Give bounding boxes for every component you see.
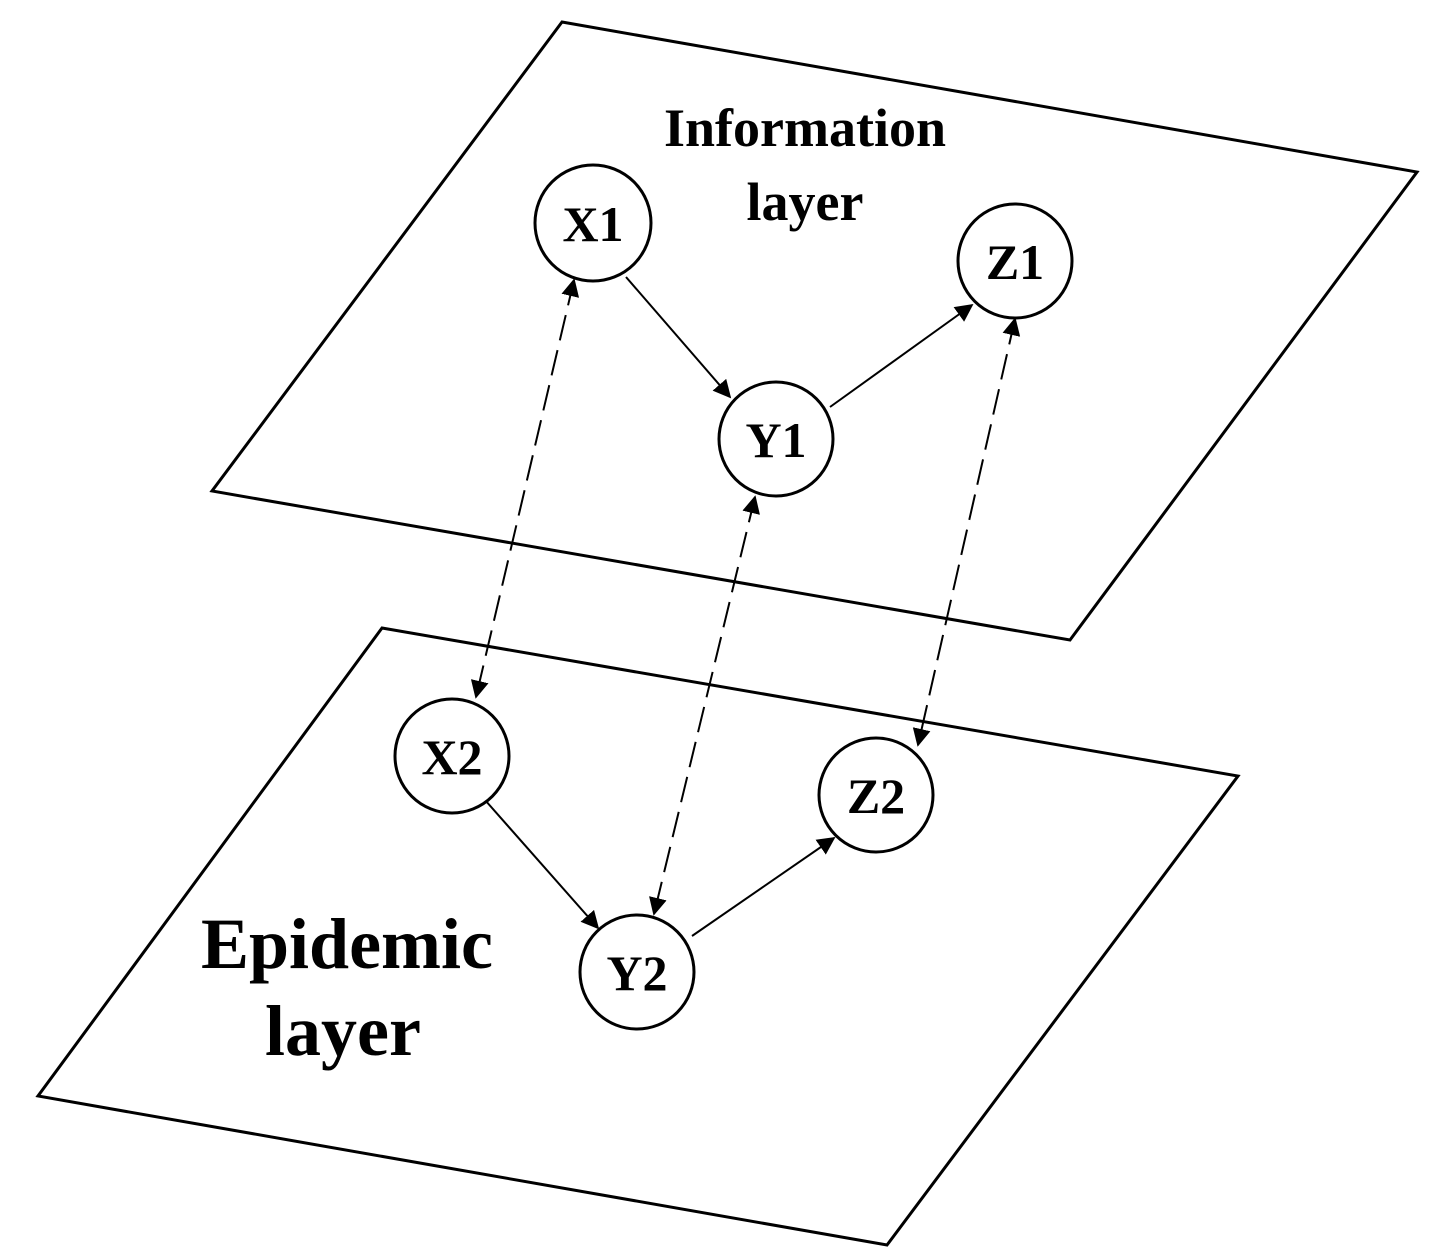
node-z1: Z1 [956,202,1074,320]
information-layer-title: Information [664,98,946,158]
node-x2: X2 [393,697,511,815]
epidemic-layer-title: Epidemic [201,904,493,984]
edge-x2-y2 [484,799,600,930]
dashed-edge-z1-z2 [912,317,1021,747]
node-y1: Y1 [717,380,835,498]
svg-text:Y1: Y1 [745,412,806,468]
svg-text:Y2: Y2 [606,945,667,1001]
epidemic-layer-subtitle: layer [265,991,421,1071]
svg-text:Z1: Z1 [986,234,1044,290]
node-x1: X1 [533,163,653,283]
edge-x1-y1 [625,276,732,399]
svg-text:X2: X2 [421,729,482,785]
svg-text:X1: X1 [562,196,623,252]
node-y2: Y2 [578,913,696,1031]
node-z2: Z2 [817,736,935,854]
information-layer-subtitle: layer [747,172,864,232]
edge-y2-z2 [691,836,836,937]
svg-text:Z2: Z2 [847,768,905,824]
